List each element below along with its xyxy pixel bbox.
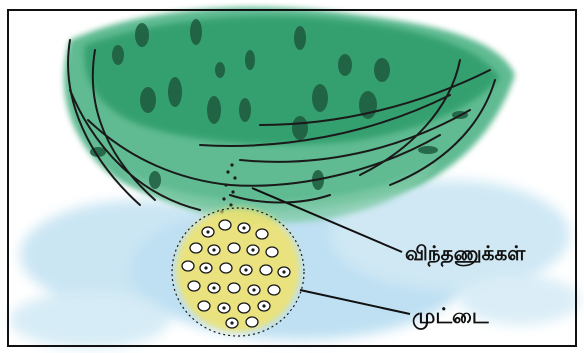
sperm-label: விந்தணுக்கள் [405,243,525,263]
egg-label: முட்டை [412,306,489,327]
